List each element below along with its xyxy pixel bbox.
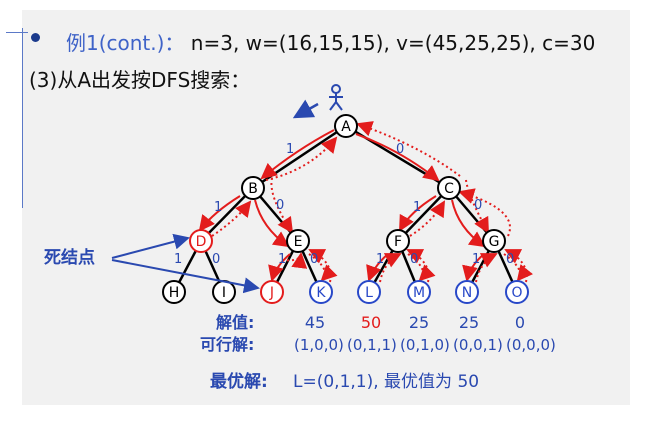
search-arrow-F-M	[407, 253, 436, 282]
optimal-label: 最优解:	[210, 371, 268, 392]
bullet-dot	[31, 33, 40, 42]
node-K: K	[309, 280, 333, 304]
node-I-label: I	[222, 285, 226, 301]
node-G: G	[482, 229, 506, 253]
node-J: J	[260, 280, 284, 304]
node-O-label: O	[511, 285, 522, 301]
slide-background	[22, 10, 630, 405]
node-A-label: A	[341, 119, 351, 135]
search-arrow-A-B	[260, 129, 335, 180]
node-L: L	[357, 280, 381, 304]
feasible-4: (0,0,1)	[453, 336, 503, 354]
feasible-label: 可行解:	[200, 335, 254, 354]
dead-node-pointer-D	[111, 233, 190, 259]
edge-label-G-N: 1	[472, 252, 480, 267]
feasible-2: (0,1,1)	[347, 336, 397, 354]
example-label: 例1(cont.)：	[66, 31, 185, 55]
value-O: 0	[515, 313, 525, 332]
tree-edges	[172, 124, 519, 293]
edge-label-B-E: 0	[276, 198, 284, 213]
feasible-5: (0,0,0)	[506, 336, 556, 354]
node-N-label: N	[462, 285, 472, 301]
edge-label-C-G: 0	[474, 198, 482, 213]
slide-subtitle: (3)从A出发按DFS搜索：	[29, 68, 251, 92]
node-B-label: B	[248, 181, 258, 197]
slide-accent-hook	[6, 24, 28, 33]
node-E-label: E	[294, 234, 303, 250]
backtrack-G-C	[458, 188, 511, 237]
node-B: B	[241, 176, 265, 200]
feasible-3: (0,1,0)	[400, 336, 450, 354]
feasible-1: (1,0,0)	[294, 336, 344, 354]
optimal-solution: L=(0,1,1), 最优值为 50	[293, 372, 479, 392]
backtrack-M-F	[406, 249, 430, 283]
edge-label-A-B: 1	[286, 142, 294, 157]
edge-labels: 1 0 1 0 1 0 1 0 1 0 1 0 1 0	[174, 142, 514, 267]
node-D-label: D	[196, 234, 207, 250]
slide-accent-line	[22, 28, 23, 208]
node-N: N	[455, 280, 479, 304]
edge-label-B-D: 1	[214, 200, 222, 215]
search-arrow-E-J	[268, 253, 291, 282]
dfs-forward-arrows	[198, 129, 486, 282]
edge-label-C-F: 1	[413, 200, 421, 215]
values-label: 解值:	[216, 313, 254, 332]
edge-label-F-M: 0	[410, 252, 418, 267]
backtrack-C-A	[356, 121, 461, 177]
node-C-label: C	[444, 181, 454, 197]
problem-parameters: n=3, w=(16,15,15), v=(45,25,25), c=30	[190, 31, 596, 55]
search-arrow-B-E	[254, 199, 290, 248]
edge-label-E-J: 1	[278, 252, 286, 267]
value-L: 50	[361, 313, 381, 332]
edge-label-F-L: 1	[376, 252, 384, 267]
edge-label-D-H: 1	[174, 252, 182, 267]
edge-label-D-I: 0	[212, 252, 220, 267]
node-H-label: H	[169, 285, 180, 301]
search-arrow-C-G	[451, 199, 486, 248]
tree-nodes: A B C D E F G H	[162, 114, 529, 304]
start-arrow	[292, 99, 319, 119]
search-arrow-C-F	[399, 195, 437, 232]
value-K: 45	[305, 313, 325, 332]
edge-A-B	[252, 124, 347, 190]
node-C: C	[437, 176, 461, 200]
node-E: E	[286, 229, 310, 253]
dead-node-pointer-J	[111, 259, 260, 294]
node-M: M	[407, 280, 431, 304]
node-K-label: K	[316, 285, 326, 301]
dfs-backtrack-arrows	[211, 121, 533, 283]
node-J-label: J	[269, 285, 274, 301]
node-M-label: M	[413, 285, 425, 301]
node-D: D	[189, 229, 213, 253]
backtrack-K-E	[308, 249, 332, 283]
node-O: O	[505, 280, 529, 304]
node-F: F	[386, 229, 410, 253]
backtrack-C-G-hop	[465, 179, 489, 234]
node-I: I	[212, 280, 236, 304]
edge-label-G-O: 0	[506, 252, 514, 267]
edge-label-A-C: 0	[396, 142, 404, 157]
search-arrow-E-K	[308, 253, 338, 282]
backtrack-J-E	[281, 252, 308, 269]
node-L-label: L	[365, 285, 373, 301]
search-arrow-B-D	[198, 195, 241, 232]
node-F-label: F	[394, 234, 402, 250]
dead-node-label: 死结点	[44, 247, 95, 268]
value-M: 25	[409, 313, 429, 332]
node-A: A	[334, 114, 358, 138]
edge-B-D	[200, 187, 254, 242]
edge-C-F	[397, 187, 450, 242]
node-G-label: G	[489, 234, 500, 250]
edge-label-E-K: 0	[310, 252, 318, 267]
slide-title: 例1(cont.)： n=3, w=(16,15,15), v=(45,25,2…	[66, 27, 595, 56]
node-H: H	[162, 280, 186, 304]
backtrack-O-G	[504, 249, 528, 283]
search-arrow-G-O	[503, 253, 533, 282]
value-N: 25	[459, 313, 479, 332]
search-arrow-A-C	[355, 133, 440, 182]
person-icon	[329, 84, 343, 111]
